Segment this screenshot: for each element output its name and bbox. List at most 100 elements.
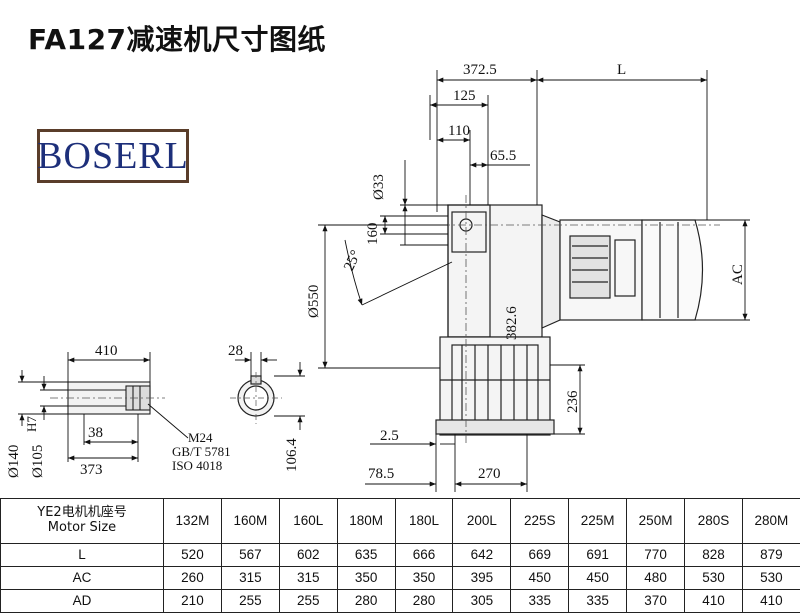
bottom-dimensions — [365, 434, 528, 492]
dim-410: 410 — [95, 343, 118, 359]
table-cell: 879 — [741, 543, 800, 567]
dim-382-6: 382.6 — [504, 306, 520, 340]
dim-110: 110 — [448, 123, 470, 139]
table-cell: 280 — [394, 589, 454, 613]
dim-105: Ø105 — [30, 445, 46, 478]
terminal-box — [569, 235, 611, 299]
table-cell: 635 — [336, 543, 396, 567]
dim-65-5: 65.5 — [490, 148, 516, 164]
table-cell: 602 — [278, 543, 338, 567]
note-iso-4018: ISO 4018 — [172, 458, 222, 473]
table-cell: 350 — [394, 566, 454, 590]
table-cell: 666 — [394, 543, 454, 567]
dim-236: 236 — [565, 390, 581, 413]
table-cell: 305 — [452, 589, 512, 613]
note-gbt-5781: GB/T 5781 — [172, 444, 231, 459]
table-cell: 260 — [163, 566, 222, 590]
table-cell: 410 — [684, 589, 743, 613]
table-column-header: 250M — [626, 498, 686, 544]
table-column-header: 280M — [741, 498, 800, 544]
table-cell: 828 — [684, 543, 743, 567]
table-cell: 255 — [220, 589, 280, 613]
dim-33: Ø33 — [371, 174, 387, 200]
table-row-label: AC — [0, 566, 164, 590]
page-title: FA127减速机尺寸图纸 — [28, 23, 327, 56]
right-dimensions — [550, 219, 750, 435]
dim-140: Ø140 — [6, 445, 22, 478]
note-m24: M24 — [188, 430, 213, 445]
table-cell: 520 — [163, 543, 222, 567]
table-column-header: 225S — [510, 498, 570, 544]
table-cell: 335 — [510, 589, 570, 613]
table-column-header: 225M — [568, 498, 628, 544]
dim-550: Ø550 — [306, 285, 322, 318]
top-dimensions — [429, 70, 708, 220]
table-column-header: 180M — [336, 498, 396, 544]
dim-106-4: 106.4 — [284, 438, 300, 472]
lower-housing — [439, 336, 551, 436]
base-flange — [435, 419, 555, 435]
table-cell: 770 — [626, 543, 686, 567]
dim-160: 160 — [365, 223, 381, 246]
table-cell: 642 — [452, 543, 512, 567]
terminal-cover — [614, 239, 636, 297]
motor-adapter — [541, 214, 561, 329]
shaft-section-dimensions — [235, 352, 305, 430]
table-cell: 450 — [510, 566, 570, 590]
table-cell: 335 — [568, 589, 628, 613]
table-column-header: 132M — [163, 498, 222, 544]
table-cell: 530 — [684, 566, 743, 590]
table-cell: 530 — [741, 566, 800, 590]
dim-25-deg: 25° — [341, 248, 364, 274]
table-cell: 370 — [626, 589, 686, 613]
left-dimensions — [318, 160, 453, 369]
dim-78-5: 78.5 — [368, 466, 394, 482]
table-column-header: 180L — [394, 498, 454, 544]
brand-logo-text: BOSERL — [37, 135, 189, 177]
table-cell: 210 — [163, 589, 222, 613]
table-cell: 691 — [568, 543, 628, 567]
table-cell: 669 — [510, 543, 570, 567]
table-cell: 450 — [568, 566, 628, 590]
shaft-boss — [451, 211, 487, 253]
table-cell: 410 — [741, 589, 800, 613]
motor-fan-cover — [641, 219, 704, 321]
brand-logo: BOSERL — [37, 129, 189, 183]
dim-125: 125 — [453, 88, 476, 104]
dim-373: 373 — [80, 462, 103, 478]
table-cell: 350 — [336, 566, 396, 590]
dim-ac: AC — [730, 264, 746, 285]
table-cell: 255 — [278, 589, 338, 613]
table-cell: 480 — [626, 566, 686, 590]
table-row-label: AD — [0, 589, 164, 613]
table-cell: 315 — [278, 566, 338, 590]
table-column-header: 160M — [220, 498, 280, 544]
table-row-label: L — [0, 543, 164, 567]
dim-270: 270 — [478, 466, 501, 482]
dim-38: 38 — [88, 425, 103, 441]
shaft-detail-dimensions — [18, 352, 189, 462]
table-column-header: 200L — [452, 498, 512, 544]
table-column-header: 280S — [684, 498, 743, 544]
table-cell: 280 — [336, 589, 396, 613]
dim-2-5: 2.5 — [380, 428, 399, 444]
dim-l: L — [617, 62, 626, 78]
table-header-label-cn: YE2电机机座号 — [37, 505, 127, 521]
table-column-header: 160L — [278, 498, 338, 544]
dim-372-5: 372.5 — [463, 62, 497, 78]
dim-105-tolerance: H7 — [24, 416, 39, 432]
dim-28: 28 — [228, 343, 243, 359]
table-header-label-en: Motor Size — [47, 520, 117, 535]
gearbox-side-view — [435, 204, 704, 436]
table-cell: 567 — [220, 543, 280, 567]
shaft-detail-view — [50, 381, 165, 415]
technical-drawing: 372.5 L 125 110 65.5 Ø33 160 25° Ø550 38… — [6, 62, 750, 492]
table-cell: 315 — [220, 566, 280, 590]
shaft-section-view — [230, 372, 282, 424]
